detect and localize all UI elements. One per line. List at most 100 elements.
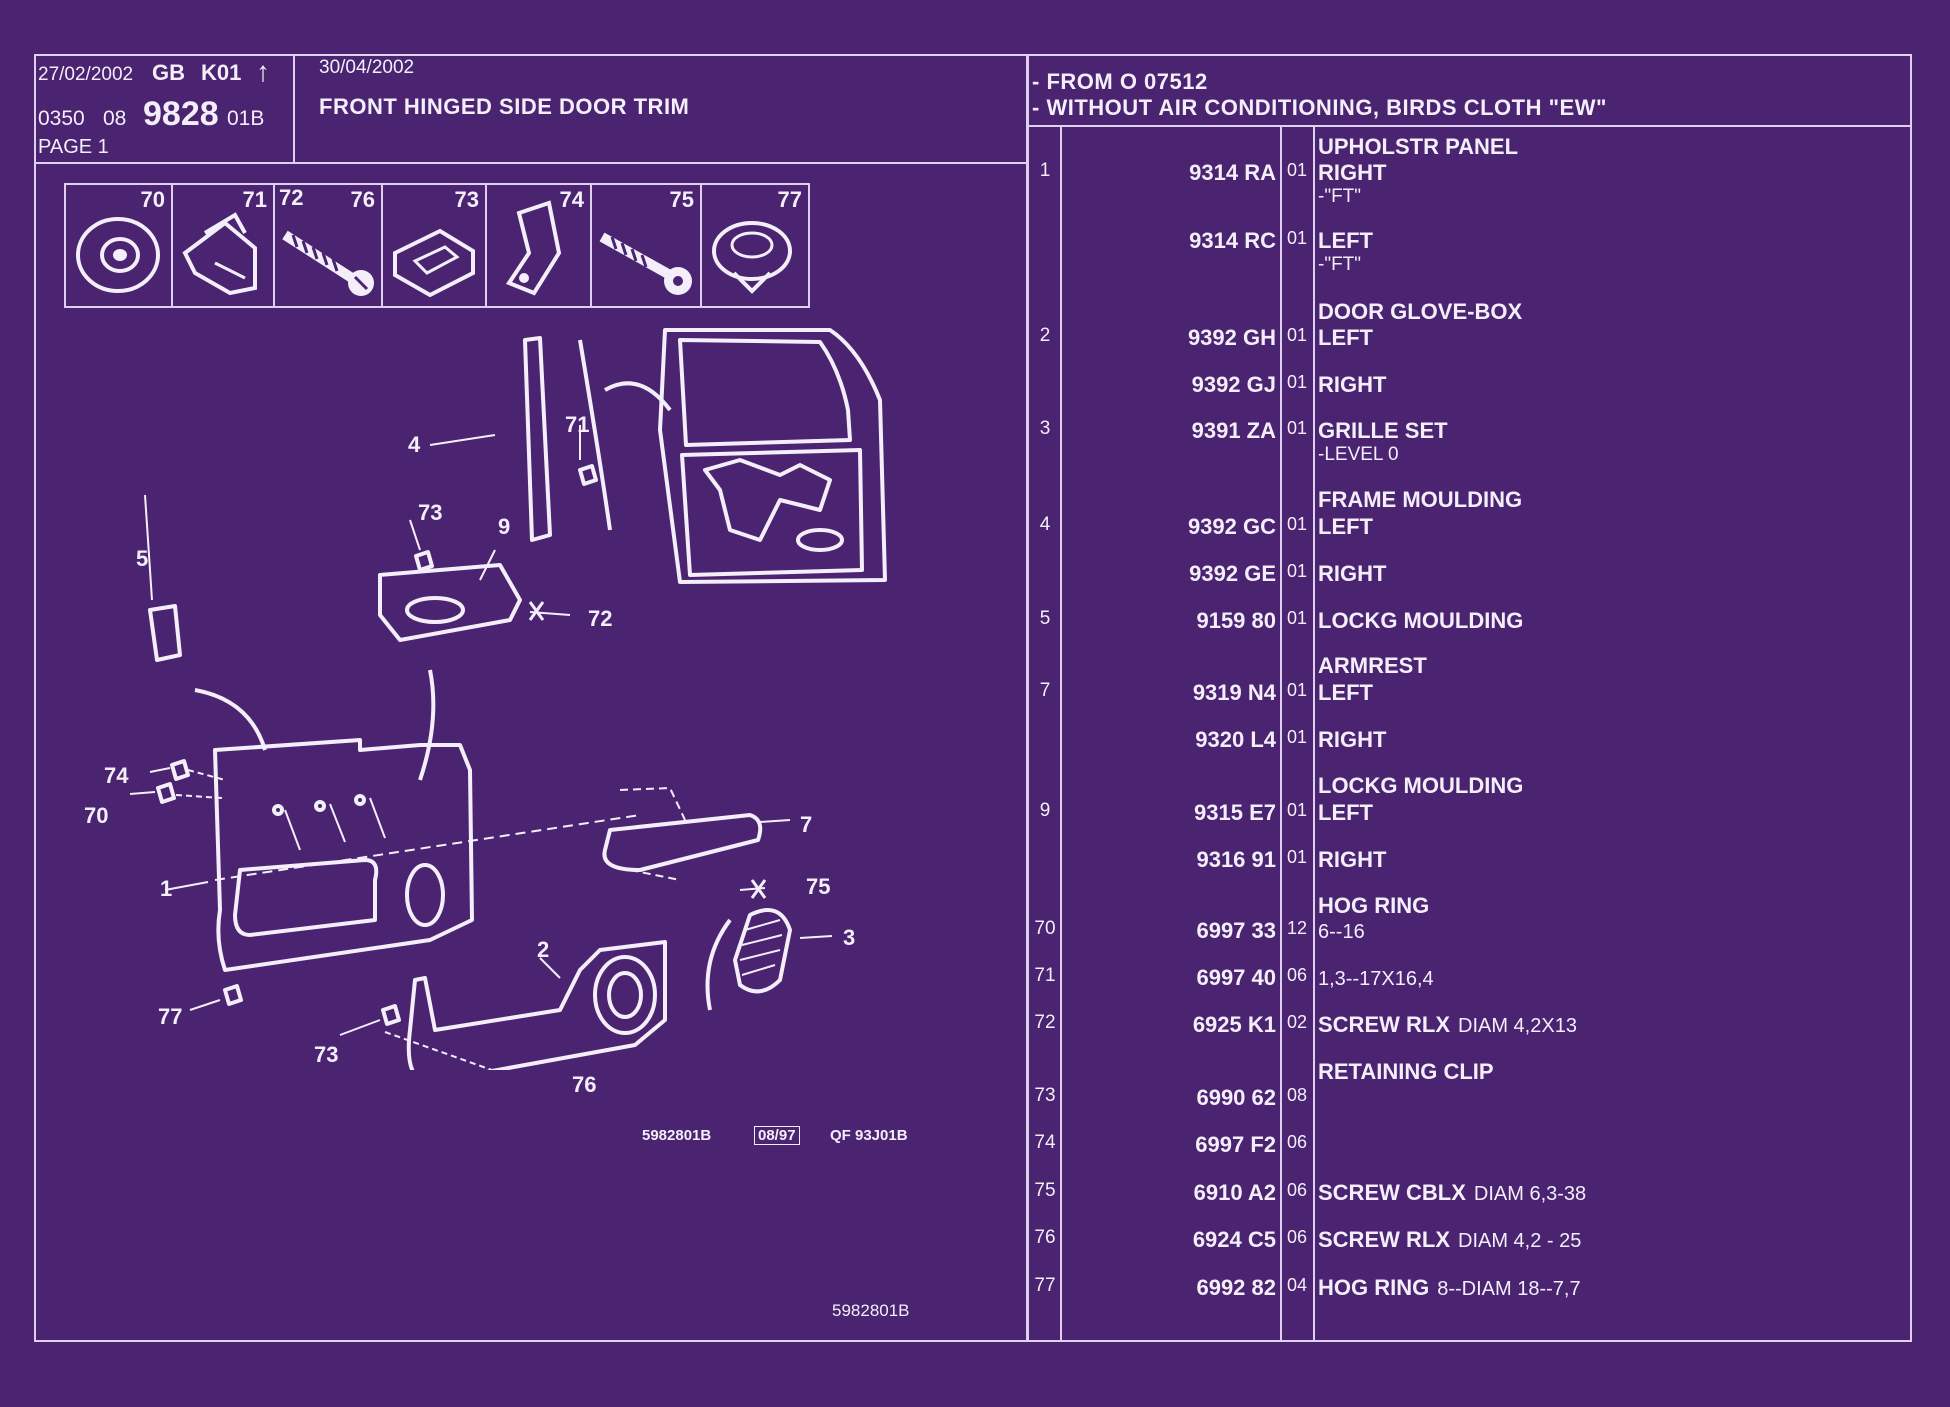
part-description: RIGHT [1318,847,1386,873]
part-reference: 9392 GE [1189,561,1276,586]
icon-label: 73 [454,187,479,212]
callout-75: 75 [806,874,831,899]
page-title: FRONT HINGED SIDE DOOR TRIM [319,94,690,119]
part-description: 6--16 [1318,918,1365,944]
part-quantity: 01 [1286,514,1308,534]
part-quantity: 08 [1286,1085,1308,1105]
header-bottom-line [34,162,1028,164]
part-description-main: GRILLE SET [1318,418,1448,443]
part-description-main: LEFT [1318,680,1373,705]
part-variant: -"FT" [1318,186,1362,207]
part-spec: DIAM 4,2X13 [1458,1015,1577,1037]
bracket-clip-icon [505,200,562,296]
language-code: GB [152,60,185,85]
diagram-qf: QF 93J01B [830,1127,908,1144]
row-index: 2 [1039,325,1051,346]
hog-ring-icon [76,217,160,293]
part-description: SCREW RLX DIAM 4,2X13 [1318,1012,1577,1038]
part-description-main: SCREW RLX [1318,1012,1450,1037]
part-reference: 9315 E7 [1194,800,1276,825]
icon-label: 77 [777,187,802,212]
screw-icon [282,230,374,296]
screw-cblx-icon [599,232,692,295]
part-description: RIGHT [1318,160,1386,186]
center-divider [1026,54,1029,1340]
row-index: 76 [1034,1227,1056,1248]
callout-77: 77 [158,1004,183,1029]
hog-ring-ring-icon [712,221,792,294]
part-reference: 9392 GH [1187,325,1276,350]
part-description-main: LOCKG MOULDING [1318,608,1524,633]
k-code: K01 [201,60,242,85]
callout-2: 2 [537,937,550,962]
part-description: RIGHT [1318,372,1386,398]
part-spec: 6--16 [1318,921,1365,943]
group-frame-moulding: FRAME MOULDING [1318,487,1523,512]
part-reference: 6997 F2 [1195,1132,1276,1157]
grille-set [733,908,792,994]
condition-from: - FROM O 07512 [1032,69,1208,94]
callout-76: 76 [572,1072,597,1097]
icon-cell-74: 74 [485,183,592,308]
callout-72: 72 [588,606,613,631]
part-reference: 6910 A2 [1193,1180,1276,1205]
fastener-icon-strip [64,183,810,308]
row-index: 75 [1034,1180,1056,1201]
icon-label: 72 [279,185,304,210]
callout-70: 70 [84,803,109,828]
group-hog-ring: HOG RING [1318,893,1430,918]
exploded-view-diagram [129,328,887,1070]
upholstery-panel [213,738,474,972]
row-index: 74 [1034,1132,1056,1153]
row-index: 1 [1039,160,1051,181]
callout-71: 71 [565,412,590,437]
lockg-moulding [378,563,522,642]
group-retaining-clip: RETAINING CLIP [1318,1059,1494,1084]
part-reference: 9320 L4 [1195,727,1276,752]
part-reference: 6997 33 [1196,918,1276,943]
part-quantity: 01 [1286,418,1308,438]
col-qty-line [1313,125,1315,1340]
diagram-date: 08/97 [754,1126,800,1145]
icon-cell-70: 70 [64,183,173,308]
icon-label: 75 [669,187,694,212]
row-index: 4 [1039,514,1051,535]
part-description: LEFT [1318,680,1373,706]
part-spec: DIAM 4,2 - 25 [1458,1230,1582,1252]
diagram-ref: 5982801B [642,1127,712,1144]
row-index: 73 [1034,1085,1056,1106]
row-index: 70 [1034,918,1056,939]
part-quantity: 01 [1286,608,1308,628]
part-description-main: RIGHT [1318,160,1387,185]
callout-74: 74 [104,763,129,788]
up-arrow-icon: ↑ [256,56,270,87]
part-reference: 6997 40 [1196,965,1276,990]
part-quantity: 06 [1286,965,1308,985]
group-a: 0350 [38,107,85,130]
part-quantity: 01 [1286,372,1308,392]
callout-4: 4 [408,432,421,457]
part-description-main: RIGHT [1318,561,1387,586]
part-variant: -LEVEL 0 [1318,444,1399,465]
part-reference: 9159 80 [1196,608,1276,633]
part-description: LEFT [1318,228,1373,254]
part-quantity: 06 [1286,1180,1308,1200]
part-reference: 9314 RA [1189,160,1276,185]
header-divider [293,54,295,164]
icon-label: 76 [350,187,375,212]
part-quantity: 12 [1286,918,1308,938]
part-description: 1,3--17X16,4 [1318,965,1434,991]
icon-cell-71: 71 [171,183,275,308]
icon-cell-75: 75 [590,183,702,308]
icon-label: 74 [559,187,584,212]
row-index: 77 [1034,1275,1056,1296]
page-number: PAGE 1 [38,136,109,158]
part-quantity: 01 [1286,228,1308,248]
row-index: 5 [1039,608,1051,629]
part-reference: 6990 62 [1196,1085,1276,1110]
part-quantity: 01 [1286,727,1308,747]
group-armrest: ARMREST [1318,653,1427,678]
lockg-moulding-5 [148,604,182,662]
door-inner-panel [680,448,864,577]
